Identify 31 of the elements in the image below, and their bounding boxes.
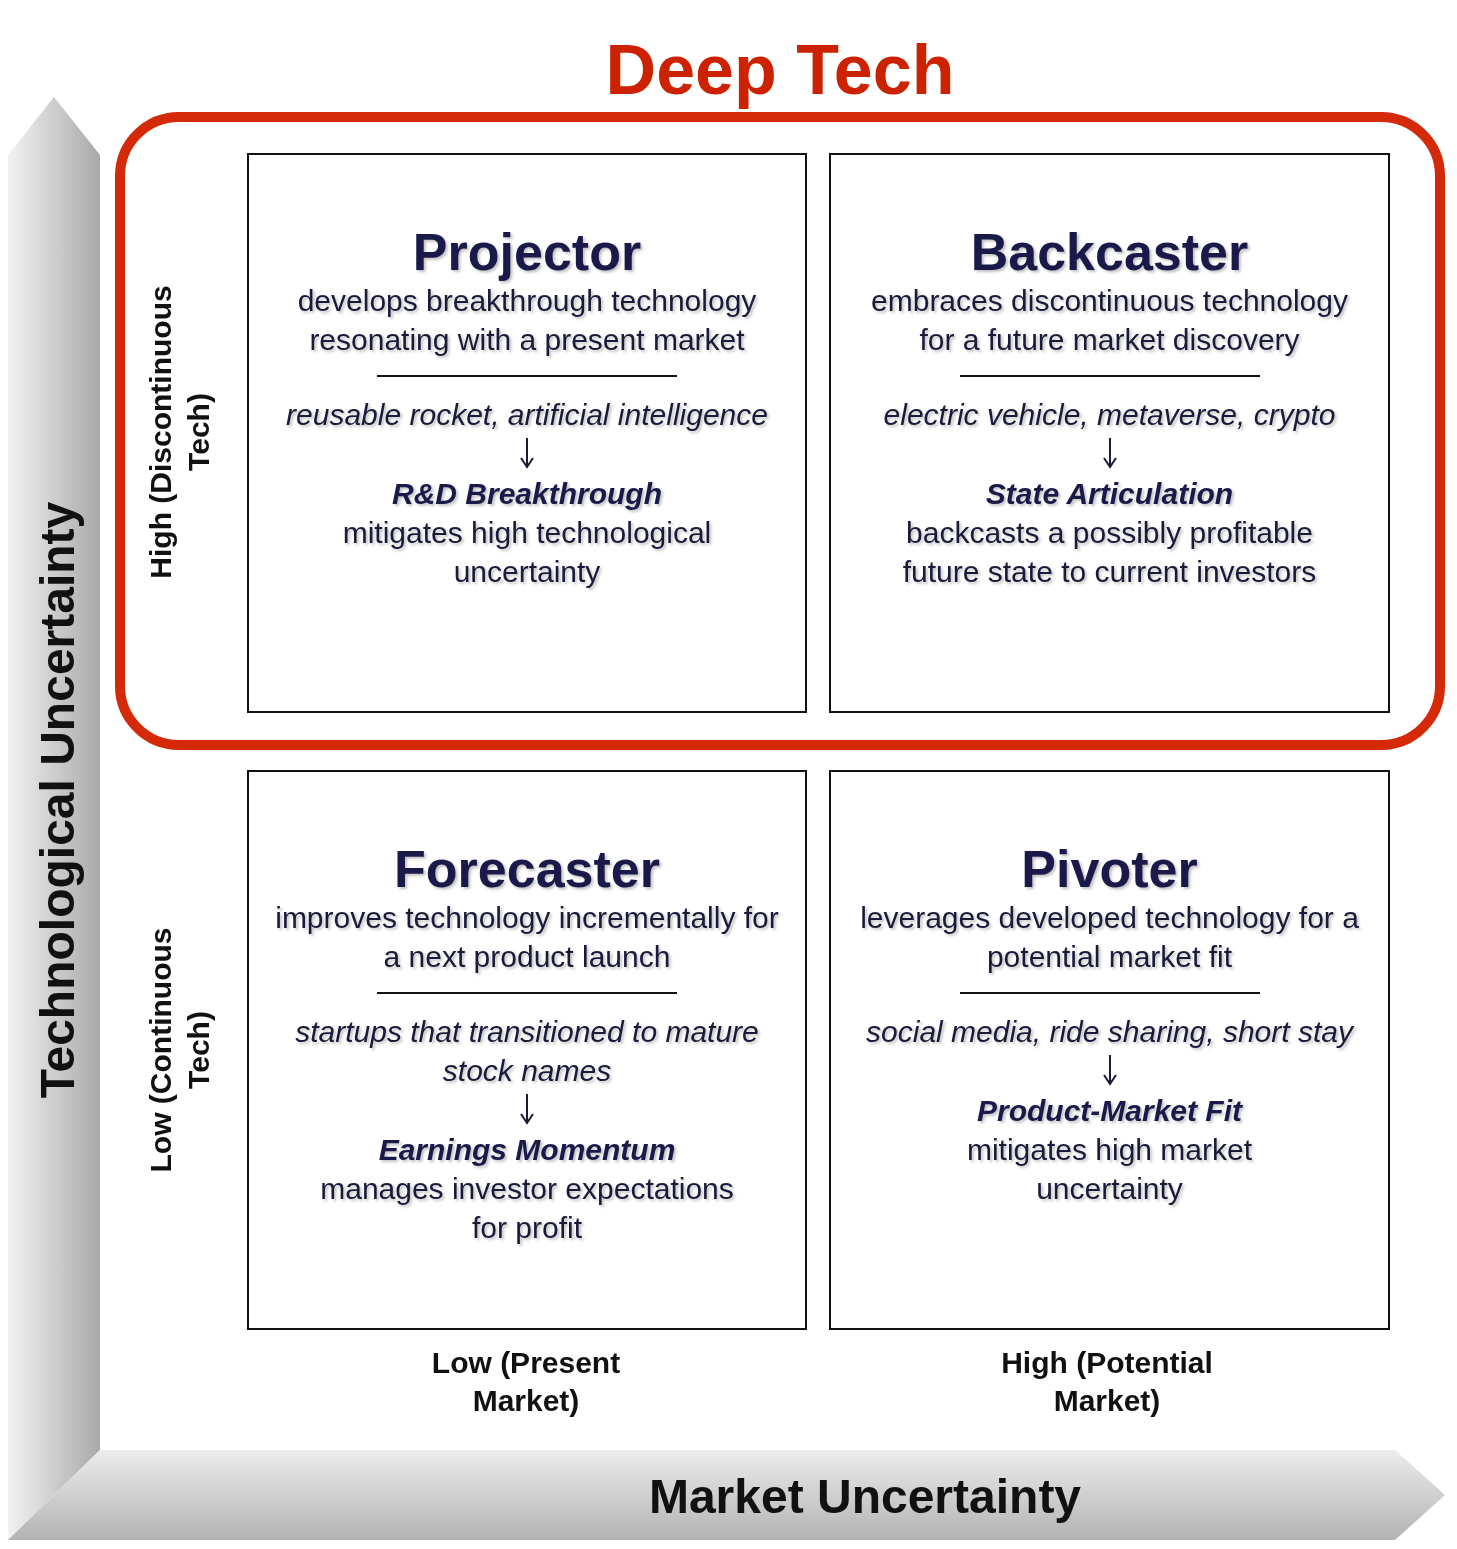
strategy-name: Earnings Momentum [378, 1132, 676, 1168]
strategy-name: R&D Breakthrough [392, 476, 662, 512]
quadrant-title: Forecaster [394, 840, 660, 898]
description: develops breakthrough technology resonating with a present market [296, 283, 758, 358]
frame-title: Deep Tech [604, 30, 956, 110]
axis-label: Low (Continuous Tech) [142, 926, 216, 1175]
axis-label: High (Discontinuous Tech) [142, 284, 216, 581]
examples: electric vehicle, metaverse, crypto [882, 397, 1337, 433]
strategy-description: manages investor expectations for profit [319, 1171, 735, 1246]
quadrant-box [247, 153, 807, 713]
axis-title: Market Uncertainty [647, 1469, 1083, 1526]
axis-label: High (Potential Market) [1000, 1344, 1214, 1419]
strategy-description: backcasts a possibly profitable future state to current investors [901, 515, 1318, 590]
description: embraces discontinuous technology for a future market discovery [870, 283, 1349, 358]
examples: reusable rocket, artificial intelligence [285, 397, 769, 433]
quadrant-box [829, 153, 1390, 713]
description: leverages developed technology for a potential market fit [859, 900, 1360, 975]
examples: startups that transitioned to mature stock names [294, 1014, 760, 1089]
quadrant-title: Backcaster [970, 223, 1249, 281]
strategy-description: mitigates high technological uncertainty [341, 515, 713, 590]
quadrant-box [829, 770, 1390, 1330]
quadrant-title: Pivoter [1021, 840, 1198, 898]
strategy-name: Product-Market Fit [977, 1093, 1242, 1129]
strategy-name: State Articulation [985, 476, 1234, 512]
axis-title: Technological Uncertainty [30, 500, 86, 1101]
strategy-description: mitigates high market uncertainty [965, 1132, 1254, 1207]
quadrant-box [247, 770, 807, 1330]
quadrant-title: Projector [412, 223, 642, 281]
axis-label: Low (Present Market) [430, 1344, 622, 1419]
examples: social media, ride sharing, short stay [865, 1014, 1356, 1050]
description: improves technology incrementally for a next product launch [274, 900, 780, 975]
